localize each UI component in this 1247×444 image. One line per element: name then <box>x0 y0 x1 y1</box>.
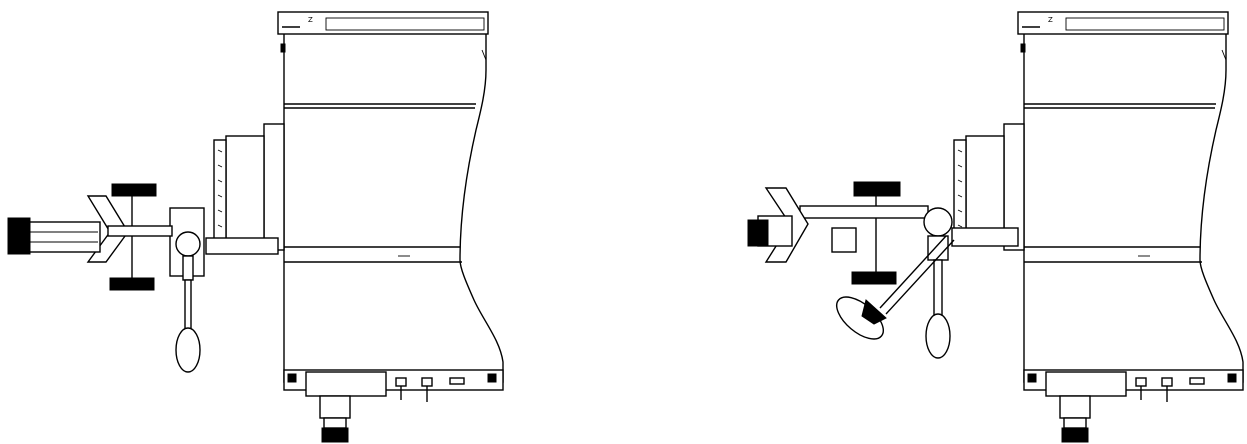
handwheel-top-left <box>111 183 157 197</box>
lever-knob-left <box>175 327 201 373</box>
lever-knob-right <box>925 313 951 359</box>
lever-hub-right <box>923 207 953 237</box>
lever-hub-left <box>175 231 201 257</box>
machine-body-left <box>213 11 504 443</box>
handwheel-bottom-right <box>851 271 897 285</box>
end-cap-left <box>7 217 31 255</box>
handwheel-bottom-left <box>109 277 155 291</box>
angled-arm-right <box>879 235 947 309</box>
shaft-left <box>205 237 279 255</box>
handwheel-top-right <box>853 181 901 197</box>
shaft-right <box>951 227 1019 247</box>
end-cap-right <box>747 219 769 247</box>
machine-figure-right <box>747 11 1244 443</box>
machine-figure-left <box>7 11 504 443</box>
machine-body-right <box>953 11 1244 443</box>
